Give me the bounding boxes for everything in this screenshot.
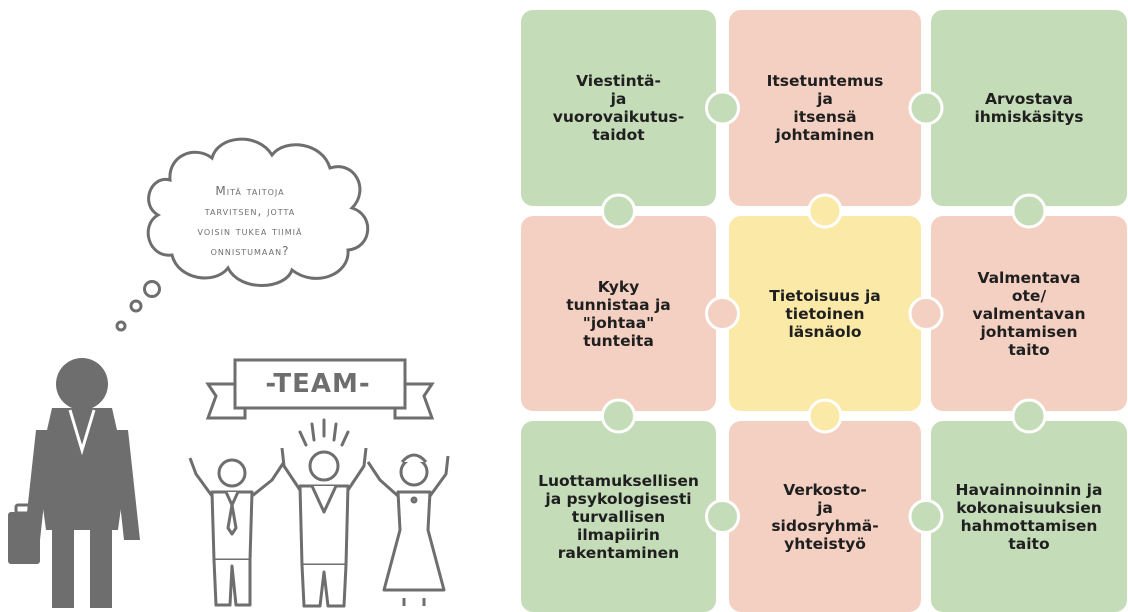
puzzle-piece	[931, 10, 1127, 206]
team-people-icon	[188, 447, 450, 608]
puzzle-piece	[729, 421, 921, 612]
puzzle-piece	[729, 216, 921, 411]
thought-bubbles	[115, 280, 161, 332]
person-collar	[68, 409, 96, 456]
puzzle-piece-label: Luottamuksellisen ja psykologisesti turv…	[538, 471, 699, 562]
puzzle-knob	[705, 296, 740, 331]
puzzle-piece	[521, 421, 716, 612]
puzzle-knob	[1011, 193, 1047, 229]
puzzle-piece	[931, 216, 1127, 411]
puzzle-piece	[931, 421, 1127, 612]
puzzle-knob	[705, 90, 740, 126]
puzzle-knob	[705, 499, 740, 534]
puzzle-piece-label: Arvostava ihmiskäsitys	[974, 90, 1084, 126]
puzzle-knob	[908, 499, 944, 534]
person-icon	[8, 358, 140, 608]
puzzle-knob	[908, 90, 944, 126]
celebration-lines	[298, 418, 350, 447]
puzzle-knob	[601, 193, 636, 229]
puzzle-piece	[521, 216, 716, 411]
puzzle-piece-label: Itsetuntemus ja itsensä johtaminen	[766, 72, 884, 144]
puzzle-piece-label: Verkosto- ja sidosryhmä- yhteistyö	[771, 480, 879, 553]
thought-text: Mitä taitoja tarvitsen, jotta voisin tuk…	[197, 184, 303, 258]
puzzle-knob	[807, 193, 843, 229]
puzzle-piece-label: Tietoisuus ja tietoinen läsnäolo	[769, 286, 881, 341]
team-banner	[205, 358, 435, 420]
puzzle-knob	[601, 398, 636, 434]
thought-cloud	[146, 137, 370, 287]
puzzle-piece-label: Kyky tunnistaa ja "johtaa" tunteita	[566, 277, 671, 350]
puzzle-piece	[729, 10, 921, 206]
puzzle-piece-label: Havainnoinnin ja kokonaisuuksien hahmott…	[955, 480, 1103, 553]
puzzle-piece-label: Valmentava ote/ valmentavan johtamisen t…	[972, 268, 1086, 359]
puzzle-piece	[521, 10, 716, 206]
puzzle-knob	[908, 296, 944, 331]
puzzle-knob	[807, 398, 843, 434]
puzzle-piece-label: Viestintä- ja vuorovaikutus- taidot	[552, 72, 685, 144]
team-banner-label: -TEAM-	[265, 369, 371, 399]
puzzle-grid	[521, 10, 1127, 612]
puzzle-knob	[1011, 398, 1047, 434]
